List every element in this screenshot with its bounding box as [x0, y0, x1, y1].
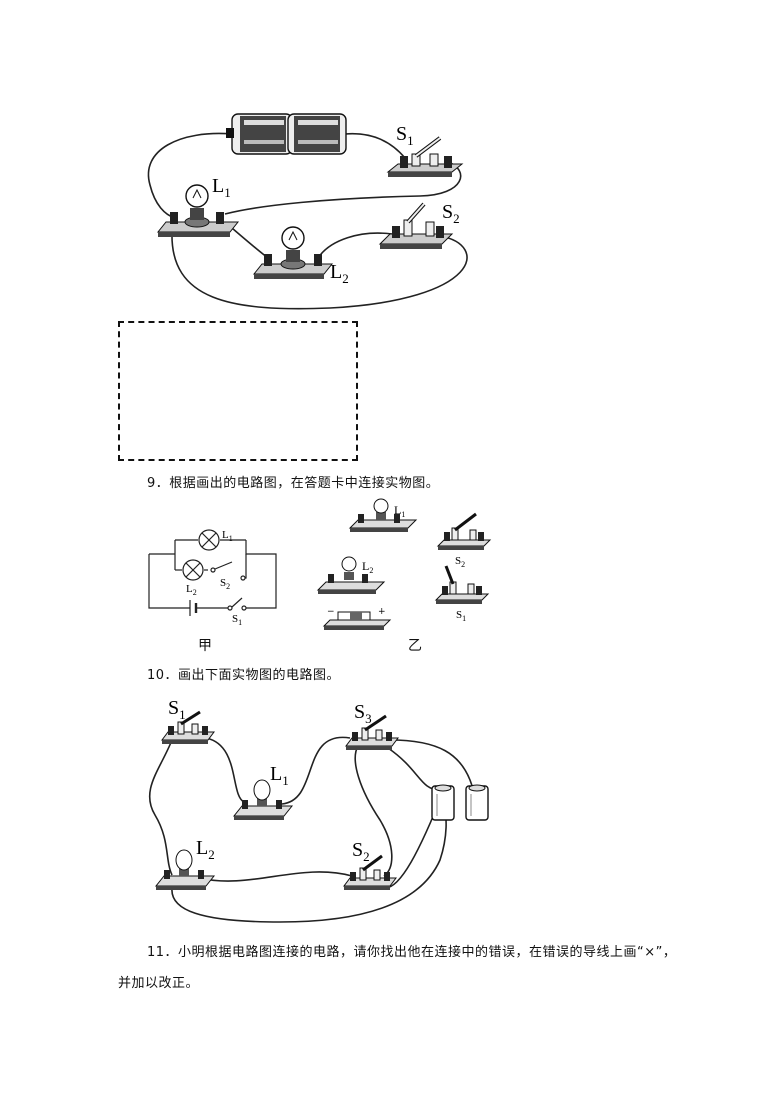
schematic-label-l2: L2: [186, 583, 197, 597]
question-9: 9．根据画出的电路图，在答题卡中连接实物图。: [147, 476, 440, 491]
wire: [171, 795, 447, 923]
circuit-figure-1: L1 L2 S1 S2: [147, 113, 468, 310]
switch-s3: [345, 714, 399, 750]
label-l1: L1: [270, 763, 289, 788]
wire: [344, 132, 406, 159]
component-label-l2: L2: [362, 559, 373, 575]
battery: [322, 611, 392, 630]
bulb-l2: [154, 849, 216, 890]
switch-s2: [343, 854, 397, 890]
label-l1: L1: [212, 175, 231, 200]
wire: [171, 231, 468, 310]
question-11-line-2: 并加以改正。: [118, 976, 200, 991]
wire: [387, 747, 441, 791]
answer-box: [118, 321, 358, 461]
schematic-label-s1: S1: [232, 613, 242, 627]
schematic-diagram: [148, 529, 277, 616]
battery-minus: −: [327, 607, 335, 617]
question-11-line-1: 11．小明根据电路图连接的电路，请你找出他在连接中的错误，在错误的导线上画“×”…: [147, 945, 677, 960]
bulb-l2: [252, 226, 334, 279]
battery-cell: [226, 113, 293, 155]
battery-plus: +: [378, 607, 386, 617]
wire: [317, 232, 393, 259]
circuit-figure-3: S1 S3 L1 L2 S2: [148, 697, 489, 923]
battery-cell: [431, 784, 455, 821]
switch-s1: [434, 565, 490, 604]
wire: [148, 739, 173, 876]
battery-cell: [287, 113, 347, 155]
label-s2: S2: [442, 201, 460, 226]
switch-s1: [161, 710, 215, 744]
wire: [199, 871, 353, 882]
schematic-label-l1: L1: [222, 529, 233, 543]
label-s1: S1: [168, 697, 186, 722]
switch-s1: [386, 136, 464, 177]
bulb-l2: [316, 556, 386, 594]
circuit-figure-2: L1 L2 S2 S1 L1 L2 − + S2: [148, 498, 492, 630]
caption-jia: 甲: [198, 638, 212, 654]
component-label-s2: S2: [455, 555, 465, 569]
label-l2: L2: [330, 261, 349, 286]
bulb-l1: [156, 184, 240, 237]
label-s3: S3: [354, 701, 372, 726]
label-s1: S1: [396, 123, 414, 148]
bulb-l1: [348, 498, 418, 532]
battery-cell: [465, 784, 489, 821]
caption-yi: 乙: [408, 638, 422, 654]
wire: [354, 745, 393, 877]
switch-s2: [378, 202, 454, 249]
component-label-l1: L1: [394, 503, 405, 519]
question-10: 10．画出下面实物图的电路图。: [147, 668, 341, 683]
switch-s2: [436, 512, 492, 550]
wire: [147, 132, 233, 219]
component-label-s1: S1: [456, 609, 466, 623]
bulb-l1: [232, 779, 294, 820]
wire: [224, 161, 462, 215]
wire: [205, 737, 245, 803]
wire: [281, 736, 351, 805]
schematic-label-s2: S2: [220, 577, 230, 591]
label-s2: S2: [352, 839, 370, 864]
label-l2: L2: [196, 837, 215, 862]
